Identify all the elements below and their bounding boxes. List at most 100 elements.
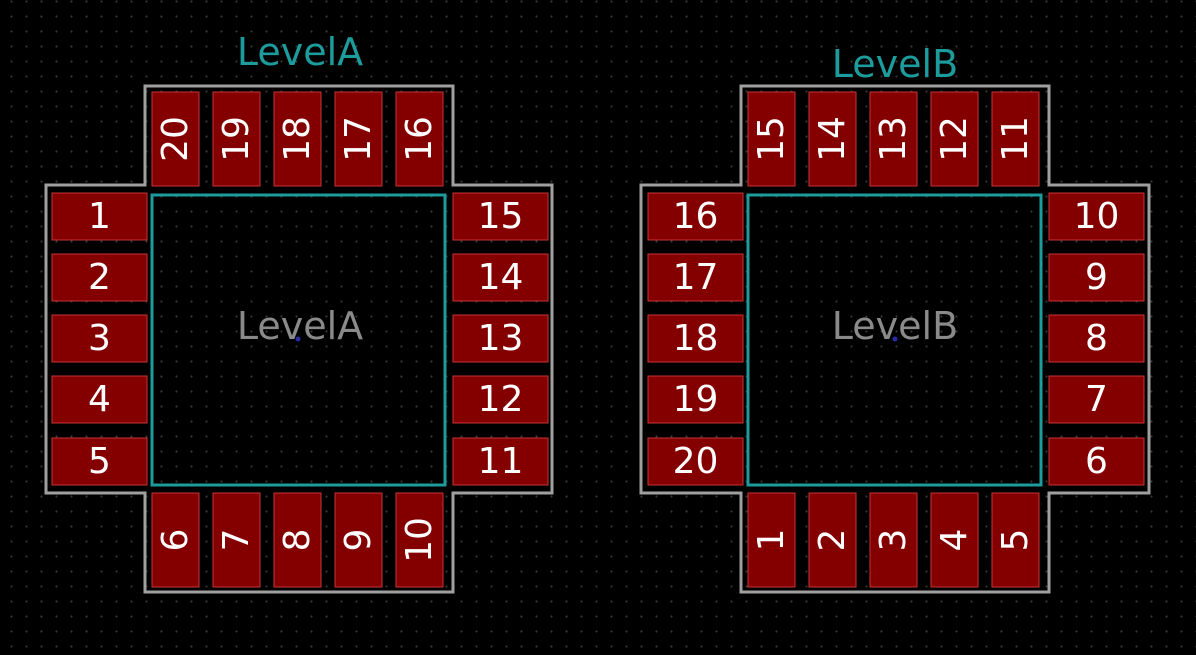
pad-2[interactable]: 2 [51, 253, 148, 302]
pad-11[interactable]: 11 [991, 91, 1040, 187]
pad-number: 20 [673, 441, 719, 482]
pad-19[interactable]: 19 [647, 375, 744, 424]
pad-12[interactable]: 12 [930, 91, 979, 187]
pad-number: 15 [751, 116, 792, 162]
pad-5[interactable]: 5 [991, 492, 1040, 588]
pad-number: 3 [88, 318, 111, 359]
pad-number: 11 [478, 441, 524, 482]
pad-number: 10 [399, 517, 440, 563]
pad-2[interactable]: 2 [808, 492, 857, 588]
pad-9[interactable]: 9 [334, 492, 383, 588]
pad-10[interactable]: 10 [395, 492, 444, 588]
pad-number: 15 [478, 196, 524, 237]
pad-8[interactable]: 8 [1048, 314, 1145, 363]
pad-shape [452, 375, 549, 424]
pad-shape [395, 492, 444, 588]
pad-7[interactable]: 7 [1048, 375, 1145, 424]
pad-shape [991, 492, 1040, 588]
pad-shape [273, 91, 322, 187]
pad-1[interactable]: 1 [747, 492, 796, 588]
pad-group-right: 11 12 13 14 15 [452, 192, 549, 486]
pad-shape [51, 437, 148, 486]
pad-4[interactable]: 4 [930, 492, 979, 588]
pad-number: 8 [1085, 318, 1108, 359]
pad-9[interactable]: 9 [1048, 253, 1145, 302]
pad-15[interactable]: 15 [452, 192, 549, 241]
courtyard-outline [44, 84, 554, 594]
pad-shape [151, 492, 200, 588]
courtyard-outline [639, 84, 1151, 594]
pad-3[interactable]: 3 [869, 492, 918, 588]
pad-shape [51, 314, 148, 363]
pad-number: 7 [1085, 379, 1108, 420]
pad-6[interactable]: 6 [1048, 437, 1145, 486]
pad-13[interactable]: 13 [452, 314, 549, 363]
pad-shape [930, 492, 979, 588]
pad-shape [212, 91, 261, 187]
pad-number: 14 [812, 116, 853, 162]
pad-17[interactable]: 17 [334, 91, 383, 187]
pad-group-top: 11 12 13 14 15 [747, 91, 1040, 187]
pad-shape [869, 492, 918, 588]
pad-1[interactable]: 1 [51, 192, 148, 241]
pad-18[interactable]: 18 [273, 91, 322, 187]
pad-17[interactable]: 17 [647, 253, 744, 302]
pad-4[interactable]: 4 [51, 375, 148, 424]
anchor-marker [295, 336, 301, 342]
pad-number: 1 [751, 529, 792, 552]
pad-number: 4 [934, 529, 975, 552]
pad-number: 4 [88, 379, 111, 420]
reference-label[interactable]: LevelB [832, 42, 958, 86]
pad-16[interactable]: 16 [395, 91, 444, 187]
pad-shape [647, 192, 744, 241]
pad-number: 1 [88, 196, 111, 237]
pad-number: 5 [88, 441, 111, 482]
pad-shape [869, 91, 918, 187]
pad-shape [452, 314, 549, 363]
pad-shape [930, 91, 979, 187]
pad-10[interactable]: 10 [1048, 192, 1145, 241]
pad-12[interactable]: 12 [452, 375, 549, 424]
pad-20[interactable]: 20 [151, 91, 200, 187]
pad-13[interactable]: 13 [869, 91, 918, 187]
anchor-marker [892, 336, 898, 342]
pad-number: 19 [216, 116, 257, 162]
pad-20[interactable]: 20 [647, 437, 744, 486]
pad-group-left: 1 2 3 4 5 [51, 192, 148, 486]
pad-shape [647, 437, 744, 486]
pad-number: 12 [478, 379, 524, 420]
pad-number: 18 [673, 318, 719, 359]
pad-number: 17 [673, 257, 719, 298]
value-label: LevelA [237, 304, 363, 348]
pad-shape [1048, 437, 1145, 486]
pad-7[interactable]: 7 [212, 492, 261, 588]
pad-shape [452, 192, 549, 241]
pad-16[interactable]: 16 [647, 192, 744, 241]
pad-8[interactable]: 8 [273, 492, 322, 588]
pad-number: 18 [277, 116, 318, 162]
pad-number: 16 [673, 196, 719, 237]
pad-11[interactable]: 11 [452, 437, 549, 486]
pad-18[interactable]: 18 [647, 314, 744, 363]
pad-6[interactable]: 6 [151, 492, 200, 588]
pad-shape [991, 91, 1040, 187]
pad-15[interactable]: 15 [747, 91, 796, 187]
pad-shape [808, 91, 857, 187]
pad-shape [808, 492, 857, 588]
reference-label[interactable]: LevelA [237, 30, 363, 74]
pad-19[interactable]: 19 [212, 91, 261, 187]
pad-5[interactable]: 5 [51, 437, 148, 486]
pad-14[interactable]: 14 [808, 91, 857, 187]
pad-number: 12 [934, 116, 975, 162]
pad-number: 17 [338, 116, 379, 162]
pad-shape [647, 375, 744, 424]
pad-number: 8 [277, 529, 318, 552]
pad-3[interactable]: 3 [51, 314, 148, 363]
pad-14[interactable]: 14 [452, 253, 549, 302]
pad-group-top: 16 17 18 19 20 [151, 91, 444, 187]
